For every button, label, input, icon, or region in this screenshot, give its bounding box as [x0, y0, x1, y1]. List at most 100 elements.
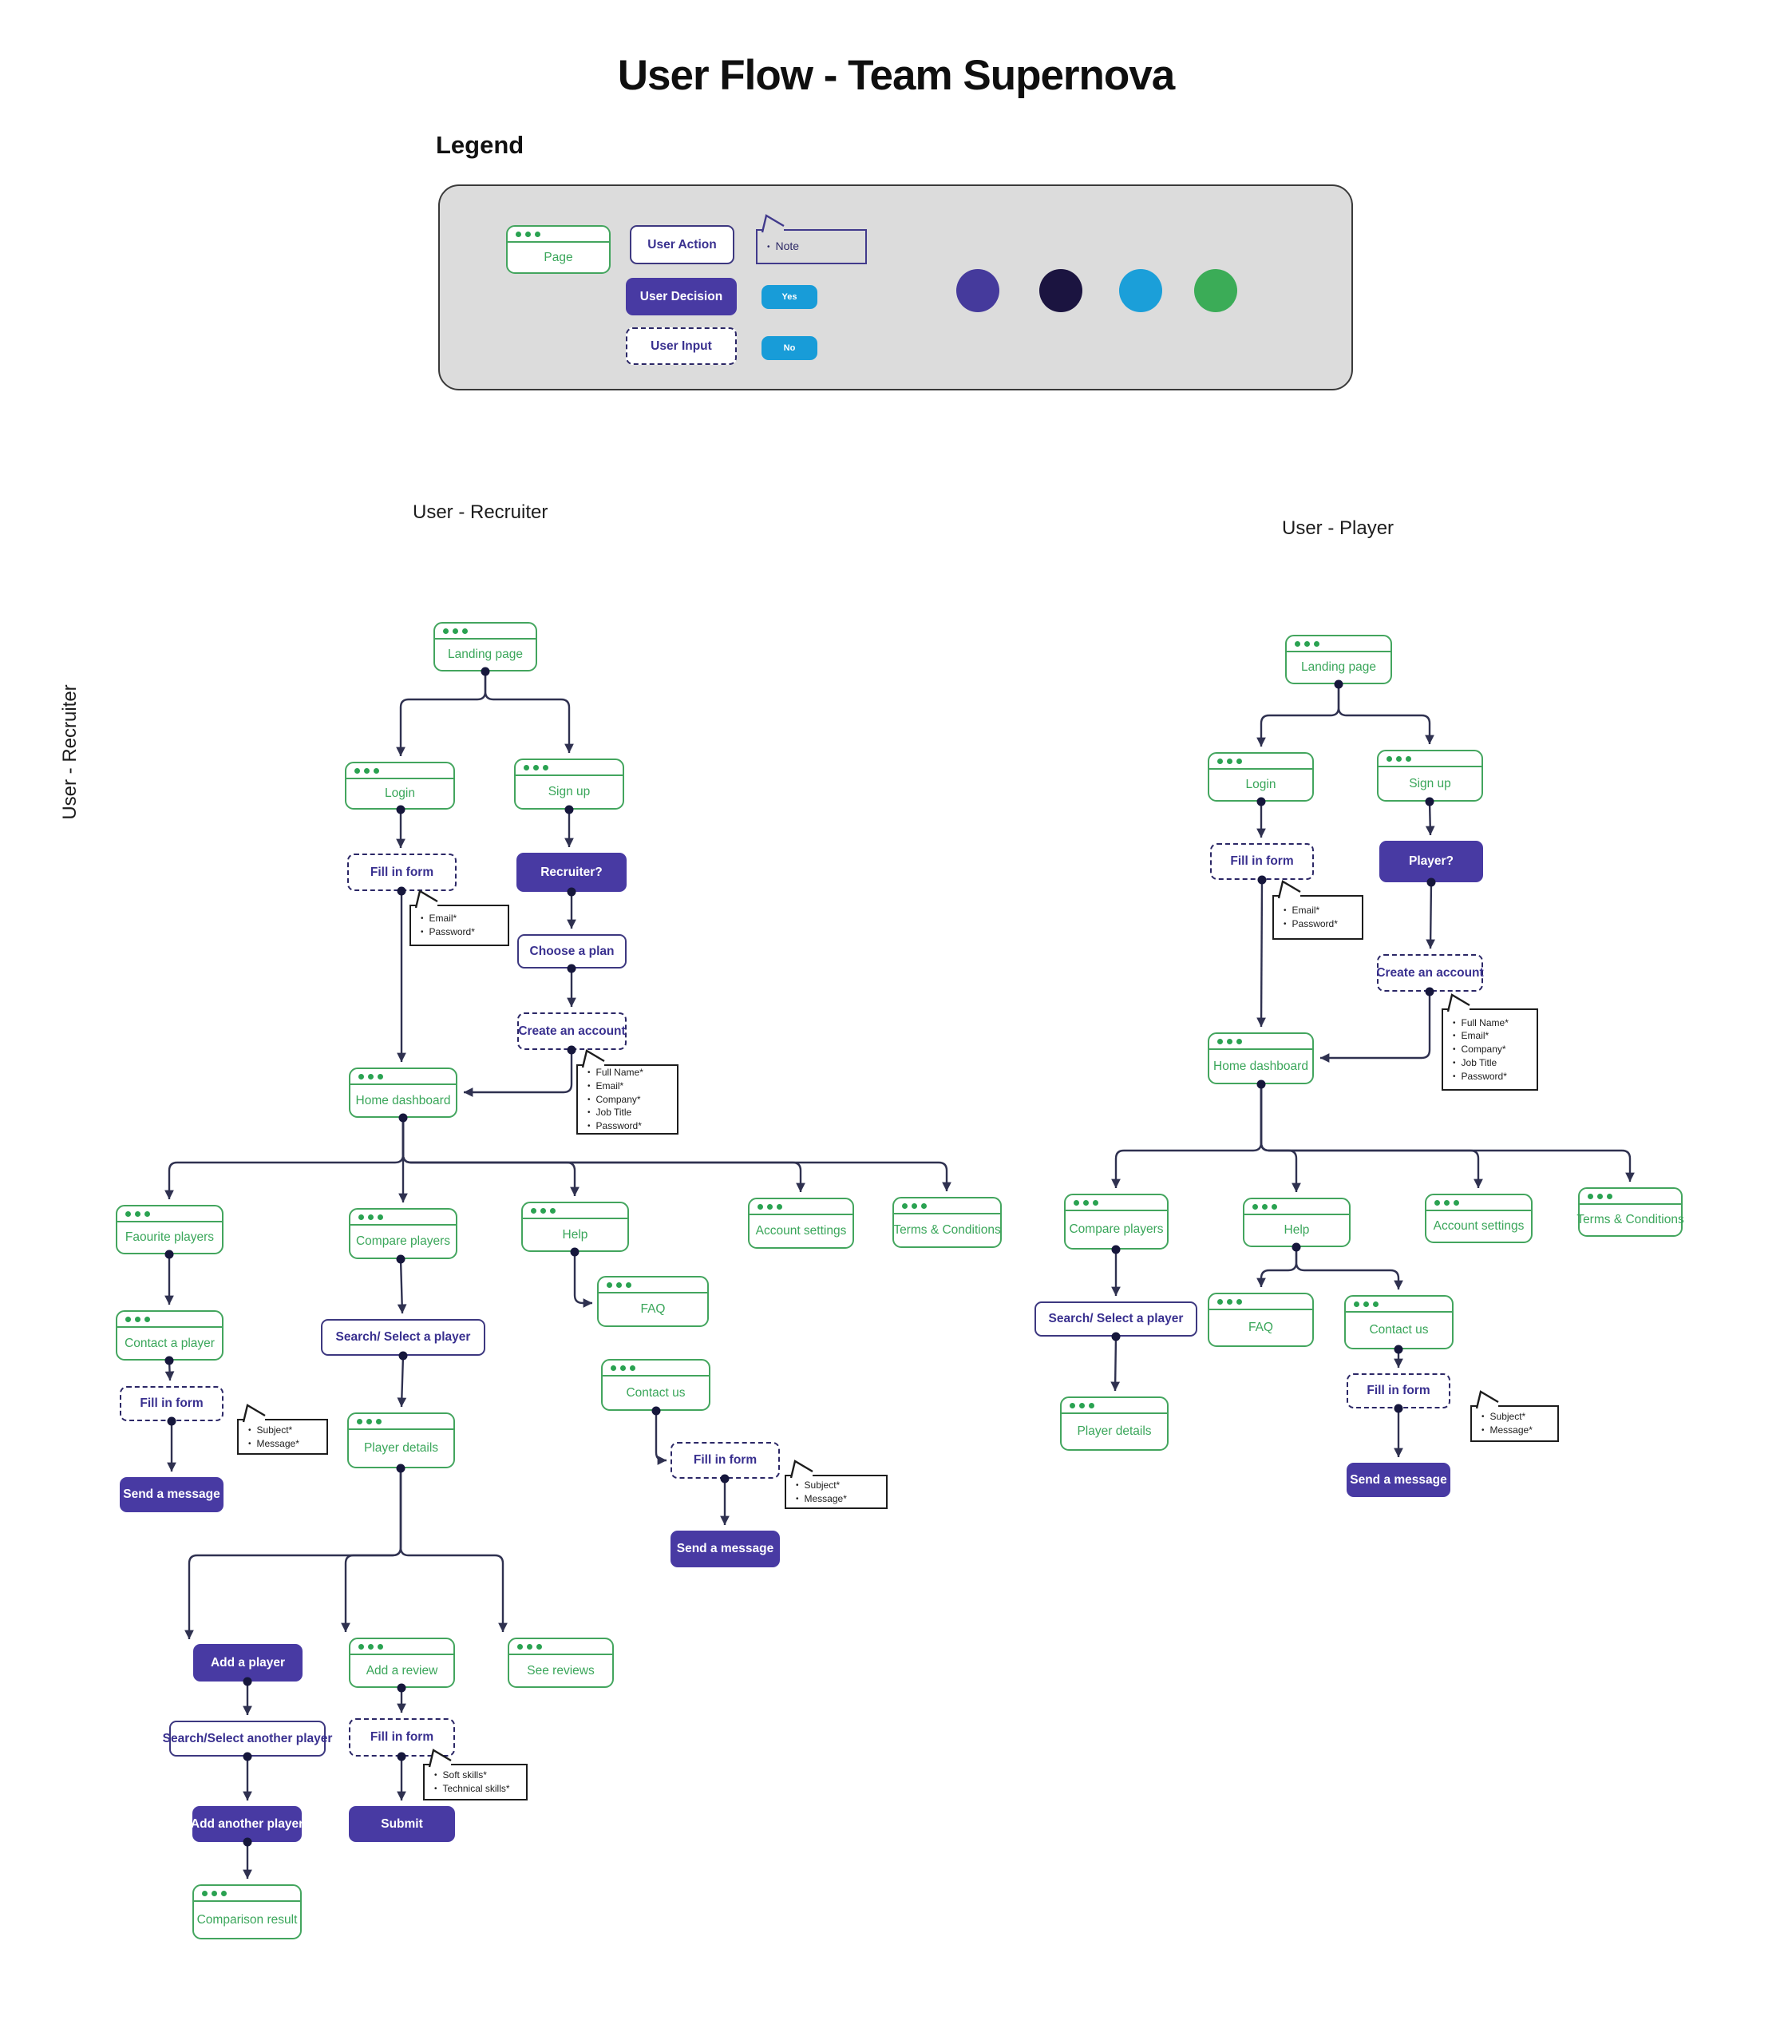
- browser-dots-icon: [894, 1198, 1000, 1214]
- node-label: Home dashboard: [1213, 1059, 1308, 1073]
- node-label: Sign up: [1409, 776, 1451, 790]
- note-list: Subject* Message*: [1472, 1407, 1539, 1440]
- legend-swatch-green: [1194, 269, 1237, 312]
- legend-panel: Page User Action Note User Decision Yes …: [438, 184, 1353, 390]
- node-label: Terms & Conditions: [893, 1223, 1001, 1237]
- browser-dots-icon: [1346, 1297, 1452, 1313]
- node-label: Player?: [1408, 854, 1454, 868]
- node-label: Home dashboard: [355, 1093, 451, 1107]
- node-label: Account settings: [755, 1224, 847, 1238]
- node-label: Compare players: [355, 1234, 451, 1248]
- node-recruiter-contact-a-player: Contact a player: [116, 1310, 224, 1361]
- player-section-heading: User - Player: [1282, 517, 1394, 539]
- node-recruiter-home-dashboard: Home dashboard: [349, 1068, 457, 1118]
- node-label: Add a review: [366, 1663, 438, 1678]
- node-player-contact-us: Contact us: [1344, 1295, 1454, 1349]
- browser-dots-icon: [603, 1361, 709, 1377]
- page-title: User Flow - Team Supernova: [617, 52, 1176, 99]
- browser-dots-icon: [1209, 1034, 1312, 1050]
- node-label: See reviews: [527, 1663, 595, 1678]
- note-tail-icon: [1446, 993, 1470, 1012]
- browser-dots-icon: [1062, 1398, 1167, 1414]
- note-item: Message*: [1481, 1424, 1533, 1437]
- node-player-fill-in-form-contact: Fill in form: [1347, 1373, 1450, 1408]
- browser-dots-icon: [1244, 1199, 1349, 1215]
- node-label: Fill in form: [140, 1396, 204, 1410]
- browser-dots-icon: [523, 1203, 627, 1219]
- note-list: Email* Password*: [411, 909, 481, 942]
- browser-dots-icon: [750, 1199, 852, 1215]
- note-player-create-account-fields: Full Name* Email* Company* Job Title Pas…: [1442, 993, 1538, 1091]
- node-label: Search/ Select a player: [335, 1330, 471, 1344]
- node-recruiter-player-details: Player details: [347, 1412, 455, 1468]
- node-label: Comparison result: [196, 1912, 298, 1927]
- note-item: Company*: [1453, 1043, 1509, 1056]
- node-label: Search/Select another player: [162, 1731, 333, 1745]
- node-recruiter-send-a-message-contact: Send a message: [120, 1477, 224, 1512]
- browser-dots-icon: [350, 1639, 453, 1655]
- node-label: Login: [385, 786, 415, 800]
- node-player-terms-conditions: Terms & Conditions: [1576, 1187, 1684, 1237]
- node-label: Sign up: [548, 785, 591, 798]
- node-player-account-settings: Account settings: [1425, 1194, 1533, 1243]
- node-recruiter-fill-in-form-login: Fill in form: [347, 854, 457, 891]
- note-item: Soft skills*: [434, 1769, 510, 1782]
- node-recruiter-fill-in-form-contact-us: Fill in form: [671, 1442, 780, 1479]
- note-list: Subject* Message*: [786, 1476, 853, 1509]
- node-label: Faourite players: [125, 1230, 215, 1244]
- node-label: Account settings: [1433, 1219, 1525, 1233]
- node-label: Compare players: [1069, 1222, 1164, 1236]
- note-tail-icon: [242, 1404, 266, 1423]
- node-recruiter-fill-in-form-review: Fill in form: [349, 1718, 455, 1757]
- node-label: FAQ: [640, 1302, 666, 1316]
- note-recruiter-contact-us-fields: Subject* Message*: [785, 1460, 888, 1509]
- note-recruiter-login-fields: Email* Password*: [409, 889, 509, 946]
- node-player-faq: FAQ: [1208, 1293, 1314, 1347]
- note-item: Password*: [1453, 1070, 1509, 1083]
- note-player-contact-fields: Subject* Message*: [1470, 1390, 1559, 1442]
- note-list: Full Name* Email* Company* Job Title Pas…: [578, 1063, 650, 1136]
- browser-dots-icon: [516, 760, 623, 776]
- node-label: Landing page: [1301, 660, 1376, 674]
- browser-dots-icon: [1287, 636, 1390, 652]
- browser-dots-icon: [1209, 1294, 1312, 1310]
- node-recruiter-add-a-player: Add a player: [193, 1644, 303, 1682]
- node-label: Choose a plan: [529, 944, 615, 958]
- node-label: Player details: [1077, 1424, 1152, 1438]
- note-list: Full Name* Email* Company* Job Title Pas…: [1443, 1013, 1515, 1087]
- node-label: Add another player: [190, 1816, 304, 1831]
- note-tail-icon: [761, 214, 785, 233]
- browser-dots-icon: [117, 1312, 222, 1328]
- browser-dots-icon: [599, 1278, 707, 1293]
- node-label: Send a message: [676, 1542, 774, 1555]
- browser-dots-icon: [350, 1210, 456, 1226]
- node-label: Player details: [363, 1441, 439, 1455]
- node-label: Recruiter?: [540, 865, 603, 879]
- note-list: Subject* Message*: [239, 1420, 306, 1454]
- node-recruiter-favourite-players: Faourite players: [116, 1205, 224, 1254]
- node-recruiter-sign-up: Sign up: [514, 759, 624, 810]
- legend-heading: Legend: [436, 131, 524, 159]
- note-item: Email*: [1453, 1029, 1509, 1043]
- note-recruiter-create-account-fields: Full Name* Email* Company* Job Title Pas…: [576, 1049, 678, 1136]
- node-player-search-select-player: Search/ Select a player: [1034, 1301, 1197, 1337]
- node-player-send-a-message: Send a message: [1347, 1463, 1450, 1497]
- note-tail-icon: [1277, 880, 1301, 899]
- node-recruiter-comparison-result: Comparison result: [192, 1884, 302, 1939]
- node-label: Fill in form: [693, 1453, 758, 1467]
- node-label: Create an account: [1376, 965, 1484, 980]
- note-item: Password*: [1284, 917, 1338, 931]
- browser-dots-icon: [194, 1886, 300, 1902]
- note-recruiter-contact-fields: Subject* Message*: [237, 1404, 328, 1455]
- node-recruiter-add-a-review: Add a review: [349, 1638, 455, 1688]
- node-player-help: Help: [1243, 1198, 1351, 1247]
- node-label: Help: [562, 1227, 588, 1242]
- browser-dots-icon: [508, 227, 609, 243]
- node-recruiter-see-reviews: See reviews: [508, 1638, 614, 1688]
- browser-dots-icon: [350, 1069, 456, 1085]
- note-item: Technical skills*: [434, 1782, 510, 1796]
- browser-dots-icon: [1580, 1189, 1681, 1205]
- node-recruiter-terms-conditions: Terms & Conditions: [892, 1197, 1002, 1248]
- note-item: Message*: [796, 1492, 847, 1506]
- node-recruiter-decision: Recruiter?: [516, 853, 627, 892]
